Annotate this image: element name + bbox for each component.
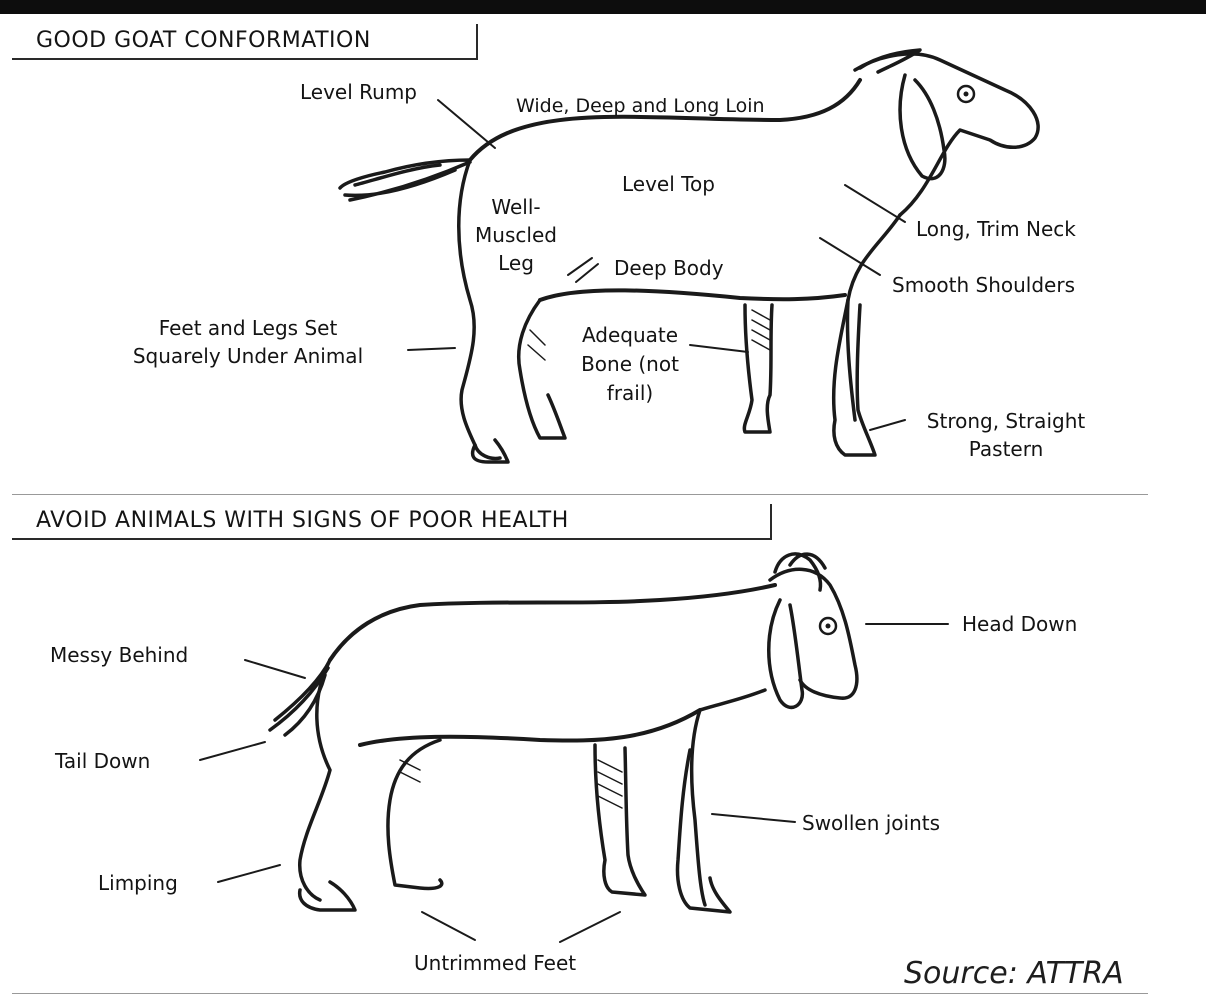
poor-goat-shading <box>400 760 622 808</box>
label-feet-legs: Feet and Legs Set Squarely Under Animal <box>100 314 396 370</box>
label-untrimmed-feet: Untrimmed Feet <box>414 951 576 975</box>
leader-swollen-joints <box>712 814 795 822</box>
label-bone: Adequate Bone (not frail) <box>566 321 694 408</box>
label-line: Bone (not <box>566 350 694 379</box>
label-line: Strong, Straight <box>900 407 1112 435</box>
label-messy-behind: Messy Behind <box>50 643 188 667</box>
label-line: frail) <box>566 379 694 408</box>
source-credit: Source: ATTRA <box>904 956 1124 992</box>
label-tail-down: Tail Down <box>55 749 150 773</box>
poor-goat-tail <box>270 660 330 735</box>
good-goat-rear-leg-inner <box>519 300 565 438</box>
leader-untrimmed-feet-left <box>422 912 475 940</box>
label-pastern: Strong, Straight Pastern <box>900 407 1112 463</box>
label-line: Adequate <box>566 321 694 350</box>
leader-messy-behind <box>245 660 305 678</box>
good-goat-tail <box>340 160 470 200</box>
poor-goat-front-leg <box>678 750 731 912</box>
good-goat-pupil <box>964 92 969 97</box>
poor-goat-belly <box>360 710 700 745</box>
label-line: Leg <box>462 249 570 277</box>
good-goat-belly <box>540 290 845 300</box>
good-goat-front-leg <box>834 300 875 455</box>
leader-feet-legs <box>408 348 455 350</box>
label-limping: Limping <box>98 871 178 895</box>
leader-deep-body <box>568 258 598 282</box>
label-line: Well- <box>462 193 570 221</box>
leader-bone <box>690 345 748 352</box>
poor-goat-ear <box>769 600 803 707</box>
poor-goat-rear-hoof <box>300 882 355 910</box>
poor-goat-illustration <box>270 554 857 912</box>
leader-neck <box>845 185 905 222</box>
poor-goat-rear-leg-inner <box>388 740 442 888</box>
poor-goat-back-line <box>330 585 775 660</box>
good-goat-neck-chest <box>847 215 900 420</box>
label-line: Squarely Under Animal <box>100 342 396 370</box>
good-goat-head <box>855 54 1038 215</box>
label-line: Pastern <box>900 435 1112 463</box>
good-goat-back-line <box>470 80 860 160</box>
label-level-rump: Level Rump <box>300 80 417 104</box>
label-well-muscled-leg: Well- Muscled Leg <box>462 193 570 277</box>
leader-untrimmed-feet-right <box>560 912 620 942</box>
label-deep-body: Deep Body <box>614 256 724 280</box>
label-neck: Long, Trim Neck <box>916 217 1076 241</box>
label-line: Muscled <box>462 221 570 249</box>
label-line: Feet and Legs Set <box>100 314 396 342</box>
label-swollen-joints: Swollen joints <box>802 811 940 835</box>
poor-goat-chest <box>692 690 765 905</box>
label-loin: Wide, Deep and Long Loin <box>516 94 765 118</box>
poor-goat-front-leg-back <box>595 745 645 895</box>
leader-level-rump <box>438 100 495 148</box>
label-shoulders: Smooth Shoulders <box>892 273 1075 297</box>
poor-goat-pupil <box>826 624 831 629</box>
leader-tail-down <box>200 742 265 760</box>
label-head-down: Head Down <box>962 612 1077 636</box>
leader-shoulders <box>820 238 880 275</box>
leader-limping <box>218 865 280 882</box>
label-level-top: Level Top <box>622 172 715 196</box>
poor-goat-head <box>770 569 857 698</box>
